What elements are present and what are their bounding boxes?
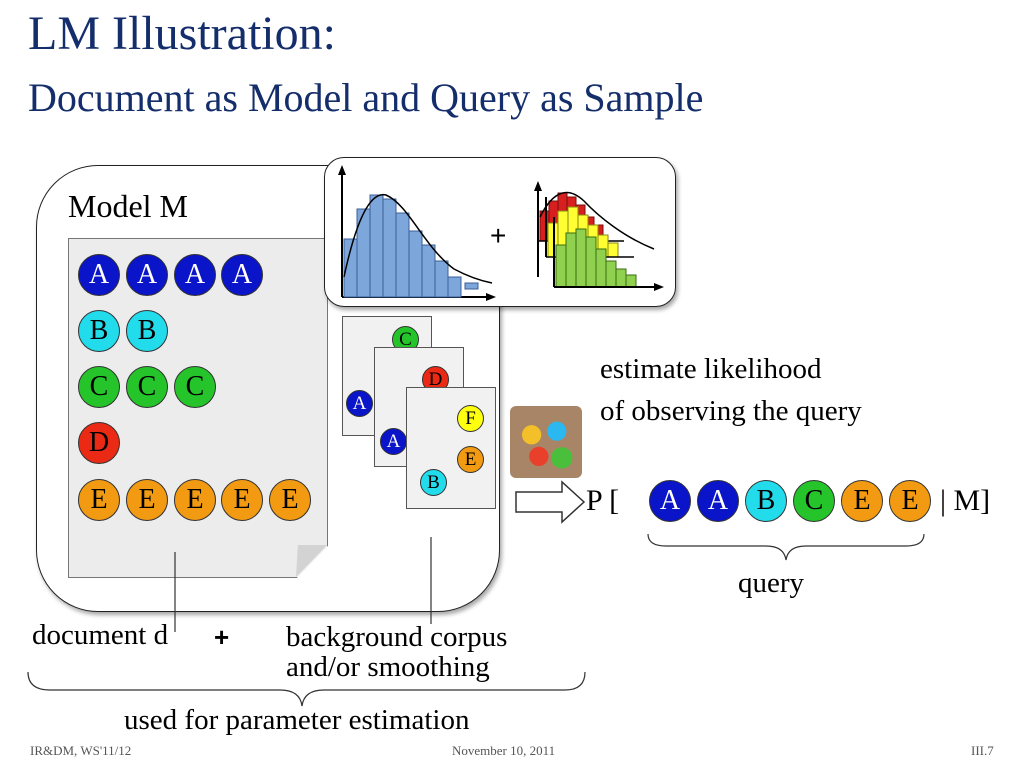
- parameter-estimation-label: used for parameter estimation: [124, 704, 470, 736]
- token-circle-e: E: [221, 479, 263, 521]
- plus-sign: +: [214, 622, 230, 652]
- token-circle-b: B: [126, 310, 168, 352]
- query-token-e: E: [889, 480, 931, 522]
- slide-title: LM Illustration:: [28, 7, 336, 60]
- token-circle-b: B: [78, 310, 120, 352]
- token-circle-e: E: [174, 479, 216, 521]
- query-label: query: [738, 567, 805, 599]
- token-circle-a: A: [78, 254, 120, 296]
- token-circle-c: C: [78, 366, 120, 408]
- model-label: Model M: [68, 188, 188, 224]
- footer-left: IR&DM, WS'11/12: [30, 743, 132, 758]
- histogram-left: [338, 165, 496, 301]
- estimate-text-line1: estimate likelihood: [600, 353, 822, 385]
- query-token-e: E: [841, 480, 883, 522]
- slide-subtitle: Document as Model and Query as Sample: [28, 75, 704, 120]
- query-suffix: | M]: [940, 484, 991, 517]
- query-token-a: A: [649, 480, 691, 522]
- query-token-a: A: [697, 480, 739, 522]
- token-circle-d: D: [78, 422, 120, 464]
- token-circle-a: A: [126, 254, 168, 296]
- background-label-line1: background corpus: [286, 621, 508, 653]
- token-circle-e: E: [269, 479, 311, 521]
- document-label: document d: [32, 619, 169, 651]
- token-circle-b: B: [420, 469, 447, 496]
- query-brace: [647, 533, 925, 561]
- token-circle-f: F: [457, 405, 484, 432]
- histogram-illustration: +: [338, 165, 664, 301]
- token-circle-c: C: [174, 366, 216, 408]
- token-circle-a: A: [346, 390, 373, 417]
- query-prefix: P [: [586, 484, 620, 517]
- background-label-line2: and/or smoothing: [286, 651, 490, 683]
- token-circle-a: A: [174, 254, 216, 296]
- footer-center: November 10, 2011: [452, 743, 556, 758]
- dice-image: [510, 406, 582, 478]
- token-circle-e: E: [78, 479, 120, 521]
- token-circle-e: E: [457, 446, 484, 473]
- arrow-right-icon: [515, 480, 586, 524]
- estimate-text-line2: of observing the query: [600, 395, 862, 427]
- query-token-b: B: [745, 480, 787, 522]
- query-token-c: C: [793, 480, 835, 522]
- token-circle-c: C: [126, 366, 168, 408]
- token-circle-e: E: [126, 479, 168, 521]
- footer-right: III.7: [971, 743, 994, 758]
- histogram-right-stack: [534, 181, 664, 291]
- token-circle-a: A: [221, 254, 263, 296]
- histogram-plus: +: [490, 220, 506, 251]
